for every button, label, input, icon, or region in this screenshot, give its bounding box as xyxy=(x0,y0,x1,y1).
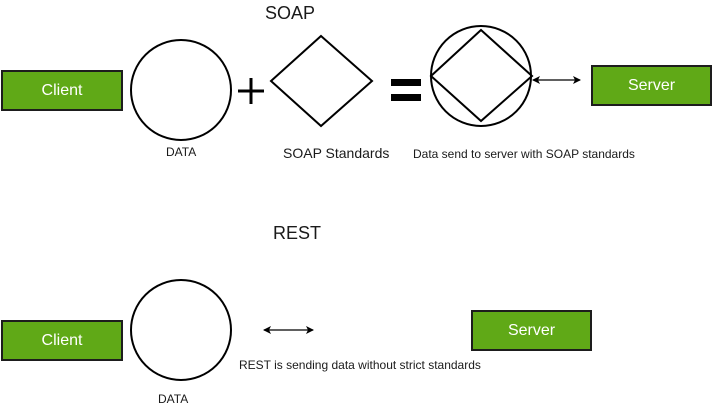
soap-combined-shape xyxy=(429,25,534,127)
rest-data-circle xyxy=(130,279,232,381)
soap-standards-diamond xyxy=(269,34,374,128)
plus-icon xyxy=(238,78,264,104)
soap-title: SOAP xyxy=(265,3,316,23)
rest-server-box: Server xyxy=(471,310,592,351)
equals-icon xyxy=(391,79,421,101)
soap-server-box: Server xyxy=(591,65,712,106)
soap-client-label: Client xyxy=(41,81,83,99)
soap-data-label: DATA xyxy=(166,145,197,159)
rest-data-label: DATA xyxy=(158,392,189,406)
soap-combined-caption: Data send to server with SOAP standards xyxy=(413,147,635,161)
soap-data-circle xyxy=(130,39,232,141)
soap-server-label: Server xyxy=(627,76,676,94)
soap-client-box: Client xyxy=(1,70,123,111)
soap-standards-label: SOAP Standards xyxy=(283,145,390,161)
rest-caption: REST is sending data without strict stan… xyxy=(239,358,481,372)
rest-client-box: Client xyxy=(1,320,123,361)
rest-title: REST xyxy=(273,223,322,243)
rest-server-label: Server xyxy=(507,321,556,339)
rest-client-label: Client xyxy=(41,331,83,349)
